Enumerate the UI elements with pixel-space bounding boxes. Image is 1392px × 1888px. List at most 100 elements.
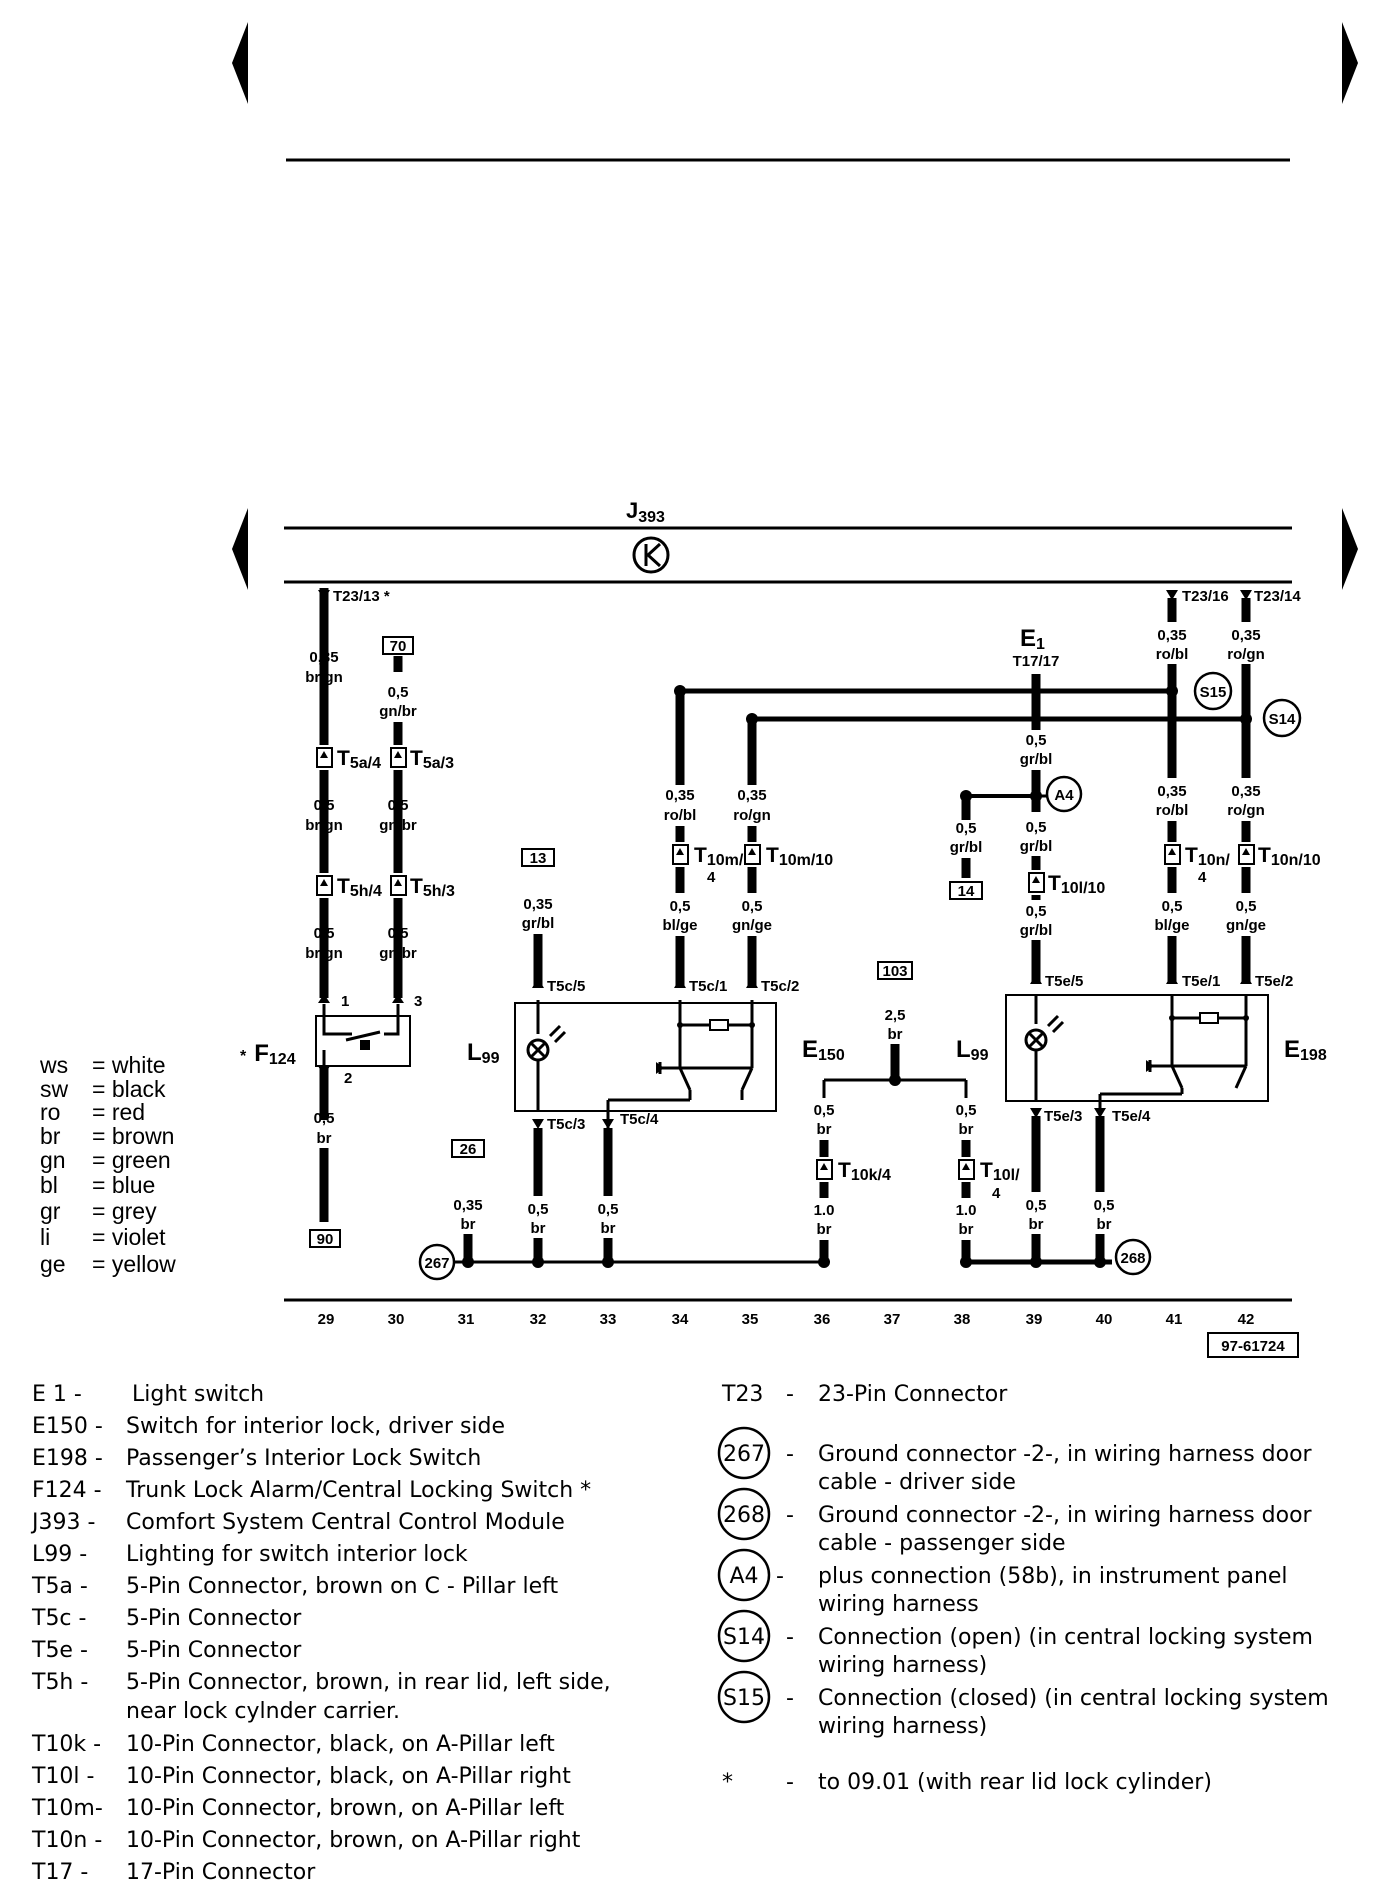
control-module-icon [632,536,670,574]
svg-text:267: 267 [424,1255,449,1272]
svg-text:0,5: 0,5 [314,925,335,942]
svg-text:T23/16: T23/16 [1182,588,1229,605]
svg-text:1.0: 1.0 [814,1202,835,1219]
diagram-id-box [1207,1332,1299,1358]
svg-text:T10l/10: T10l/10 [1048,872,1105,897]
svg-text:37: 37 [884,1311,901,1328]
svg-text:br: br [601,1220,616,1237]
svg-text:T5e/1: T5e/1 [1182,973,1220,990]
svg-text:38: 38 [954,1311,971,1328]
svg-text:T5h/3: T5h/3 [410,875,455,900]
svg-text:gr/bl: gr/bl [950,839,983,856]
svg-text:T5e/4: T5e/4 [1112,1108,1151,1125]
svg-text:-: - [786,1382,794,1407]
svg-text:cable - passenger side: cable - passenger side [818,1531,1066,1556]
svg-text:97-61724: 97-61724 [1221,1338,1285,1355]
svg-text:10-Pin Connector, brown, on A-: 10-Pin Connector, brown, on A-Pillar lef… [126,1796,565,1821]
svg-text:-: - [786,1686,794,1711]
svg-text:wiring harness: wiring harness [818,1592,979,1617]
svg-text:0,35: 0,35 [1231,783,1260,800]
svg-text:268: 268 [723,1503,765,1528]
svg-text:to 09.01 (with rear lid lock c: to 09.01 (with rear lid lock cylinder) [818,1770,1212,1795]
svg-text:0,5: 0,5 [598,1201,619,1218]
svg-text:13: 13 [530,850,547,867]
svg-text:T23/14: T23/14 [1254,588,1301,605]
svg-text:0,5: 0,5 [388,797,409,814]
svg-text:0,5: 0,5 [1026,732,1047,749]
connector-t10n-10: T10n/10 [1238,844,1321,869]
svg-text:A4: A4 [729,1564,758,1589]
connector-t10m-4: T10m/ 4 [672,844,744,886]
svg-text:gn/br: gn/br [379,945,417,962]
svg-text:br: br [317,1130,332,1147]
svg-text:gr= grey: gr= grey [40,1198,157,1224]
connector-t10l-10: T10l/10 [1028,872,1105,897]
svg-text:Connection (open) (in central: Connection (open) (in central locking sy… [818,1625,1313,1650]
next-page-arrow-top[interactable] [1342,22,1358,104]
svg-text:0,5: 0,5 [1094,1197,1115,1214]
svg-text:br: br [461,1216,476,1233]
svg-text:Ground connector -2-, in wirin: Ground connector -2-, in wiring harness … [818,1503,1313,1528]
svg-text:T10n/10: T10n/10 [1258,844,1321,869]
svg-text:0,5: 0,5 [1236,898,1257,915]
svg-text:5-Pin Connector, brown, in rea: 5-Pin Connector, brown, in rear lid, lef… [126,1670,611,1695]
svg-text:T5e/5: T5e/5 [1045,973,1083,990]
svg-text:0,35: 0,35 [453,1197,482,1214]
svg-text:70: 70 [390,638,407,655]
svg-text:33: 33 [600,1311,617,1328]
svg-text:T17/17: T17/17 [1013,653,1060,670]
svg-text:0,5: 0,5 [1026,819,1047,836]
svg-text:T5a/4: T5a/4 [337,747,381,772]
svg-text:sw= black: sw= black [40,1076,166,1102]
svg-text:E198 -: E198 - [32,1446,103,1471]
e1-label: E1 [1020,625,1045,653]
connector-t5h-4: T5h/4 [316,875,382,900]
svg-text:0,5: 0,5 [670,898,691,915]
svg-text:T5e/2: T5e/2 [1255,973,1293,990]
svg-text:gn= green: gn= green [40,1147,171,1173]
ground-connector-268 [1114,1238,1152,1276]
svg-text:T10m-: T10m- [31,1796,103,1821]
pin-t23-13: T23/13 * [333,588,390,605]
svg-text:1: 1 [341,993,349,1010]
svg-text:ro/gn: ro/gn [733,807,771,824]
svg-text:br: br [531,1220,546,1237]
connection-s15 [1193,671,1233,711]
svg-text:30: 30 [388,1311,405,1328]
svg-text:T10k -: T10k - [31,1732,101,1757]
lighting-l99-passenger-e198 [1005,994,1269,1112]
svg-text:10-Pin Connector, black, on A-: 10-Pin Connector, black, on A-Pillar lef… [126,1732,555,1757]
connector-t10m-10: T10m/10 [744,844,833,869]
lighting-l99-driver [514,1000,777,1130]
next-page-arrow-mid[interactable] [1342,508,1358,590]
component-key-right: T23 - 23-Pin Connector 267 - Ground conn… [717,1382,1329,1795]
svg-text:wiring harness): wiring harness) [818,1653,987,1678]
svg-text:T10n/: T10n/ [1185,844,1230,869]
svg-text:0,5: 0,5 [314,797,335,814]
prev-page-arrow-mid[interactable] [232,508,248,590]
svg-text:T10l -: T10l - [31,1764,94,1789]
ref-box-90 [309,1229,341,1248]
svg-text:T5h -: T5h - [31,1670,88,1695]
svg-text:0,5: 0,5 [314,1110,335,1127]
svg-text:T10m/10: T10m/10 [766,844,833,869]
column-numbers: 29 30 31 32 33 34 35 36 37 38 39 40 41 4… [318,1311,1255,1328]
svg-text:268: 268 [1120,1250,1145,1267]
svg-text:5-Pin Connector: 5-Pin Connector [126,1606,302,1631]
svg-text:T5h/4: T5h/4 [337,875,382,900]
svg-text:40: 40 [1096,1311,1113,1328]
svg-text:31: 31 [458,1311,475,1328]
connector-t10n-4: T10n/ 4 [1164,844,1230,886]
svg-text:gn/br: gn/br [379,817,417,834]
svg-text:-: - [786,1625,794,1650]
svg-text:Ground connector -2-, in wirin: Ground connector -2-, in wiring harness … [818,1442,1313,1467]
prev-page-arrow-top[interactable] [232,22,248,104]
svg-text:-: - [786,1503,794,1528]
svg-text:cable - driver side: cable - driver side [818,1470,1016,1495]
svg-text:T10k/4: T10k/4 [838,1159,891,1184]
svg-text:T5c/4: T5c/4 [620,1111,659,1128]
svg-text:T5c/1: T5c/1 [689,978,727,995]
svg-text:39: 39 [1026,1311,1043,1328]
svg-text:14: 14 [958,883,975,900]
switch-f124 [315,994,411,1076]
